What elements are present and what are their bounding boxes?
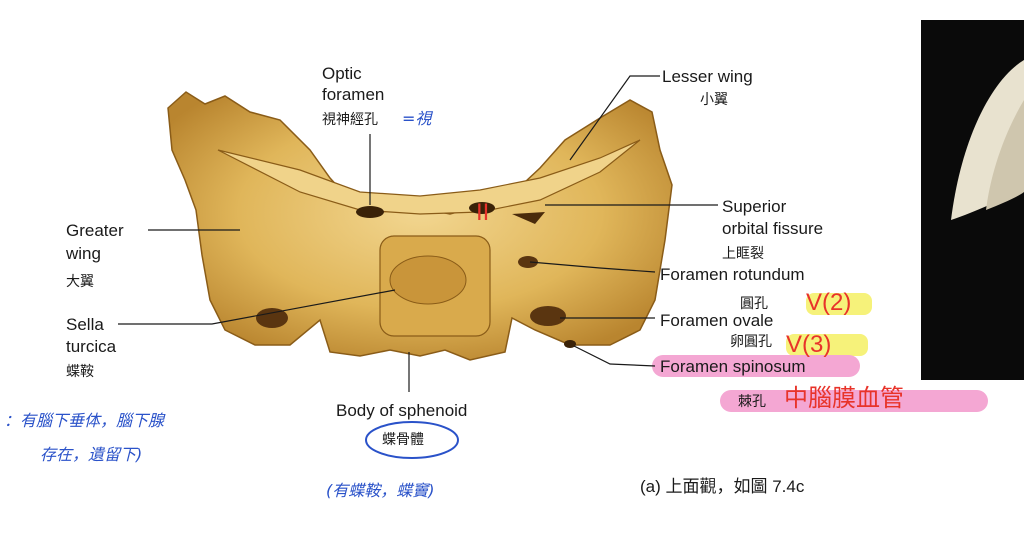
sella-turcica-label-2: turcica	[66, 337, 117, 356]
optic-note: =視	[402, 109, 432, 128]
v3-highlight	[786, 334, 868, 356]
greater-wing-label-2: wing	[66, 244, 101, 263]
superior-orbital-fissure-shape	[512, 212, 545, 224]
optic-foramen-zh: 視神經孔	[322, 112, 378, 128]
foramen-ovale-zh: 卵圓孔	[730, 334, 772, 350]
greater-wing-zh: 大翼	[66, 274, 94, 290]
optic-foramen-label: Optic	[322, 64, 362, 83]
lesser-wing-label: Lesser wing	[662, 67, 753, 86]
superior-orbital-fissure-label-2: orbital fissure	[722, 219, 824, 238]
bone-photo-graphic	[951, 60, 1024, 220]
sella-note-line-1: ：有腦下垂体，腦下腺	[4, 411, 165, 430]
sella-turcica-label: Sella	[66, 315, 104, 334]
spinosum-note-highlight	[720, 390, 988, 412]
foramen-ovale-left-shape	[256, 308, 288, 328]
spinosum-note: 中腦膜血管	[784, 385, 904, 412]
v2-label: V(2)	[806, 289, 852, 316]
greater-wing-label: Greater	[66, 221, 124, 240]
bone-photo	[921, 20, 1024, 380]
figure-caption: (a) 上面觀，如圖 7.4c	[640, 477, 805, 496]
foramen-ovale-label: Foramen ovale	[660, 311, 774, 330]
foramen-ovale-right-shape	[530, 306, 566, 326]
foramen-spinosum-shape	[564, 340, 576, 348]
foramen-spinosum-highlight	[652, 355, 860, 377]
foramen-spinosum-zh: 棘孔	[738, 394, 766, 410]
v3-label: V(3)	[786, 331, 832, 358]
optic-foramen-left-shape	[356, 206, 384, 218]
v2-highlight	[806, 293, 872, 315]
superior-orbital-fissure-zh: 上眶裂	[722, 246, 764, 262]
body-sphenoid-zh-circle	[365, 421, 459, 459]
foramen-rotundum-shape	[518, 256, 538, 268]
sella-turcica-shape	[389, 255, 467, 305]
roman-two-marker: II	[476, 199, 490, 226]
body-of-sphenoid-label: Body of sphenoid	[336, 401, 468, 420]
leader-foramen-rotundum	[529, 261, 656, 273]
leader-sella-turcica	[118, 289, 396, 325]
sella-note-line-2: 存在，遺留下)	[40, 445, 143, 464]
foramen-spinosum-label: Foramen spinosum	[660, 357, 806, 376]
foramen-rotundum-zh: 圓孔	[740, 296, 768, 312]
body-note: (有蝶鞍，蝶竇)	[326, 481, 435, 500]
foramen-rotundum-label: Foramen rotundum	[660, 265, 805, 284]
optic-foramen-label-2: foramen	[322, 85, 385, 104]
leader-foramen-spinosum	[573, 345, 656, 367]
body-of-sphenoid-zh: 蝶骨體	[382, 432, 424, 448]
sella-turcica-zh: 蝶鞍	[66, 364, 94, 380]
superior-orbital-fissure-label: Superior	[722, 197, 787, 216]
lesser-wing-zh: 小翼	[700, 92, 728, 108]
leader-lesser-wing	[569, 75, 660, 161]
optic-foramen-right-shape	[469, 202, 495, 214]
